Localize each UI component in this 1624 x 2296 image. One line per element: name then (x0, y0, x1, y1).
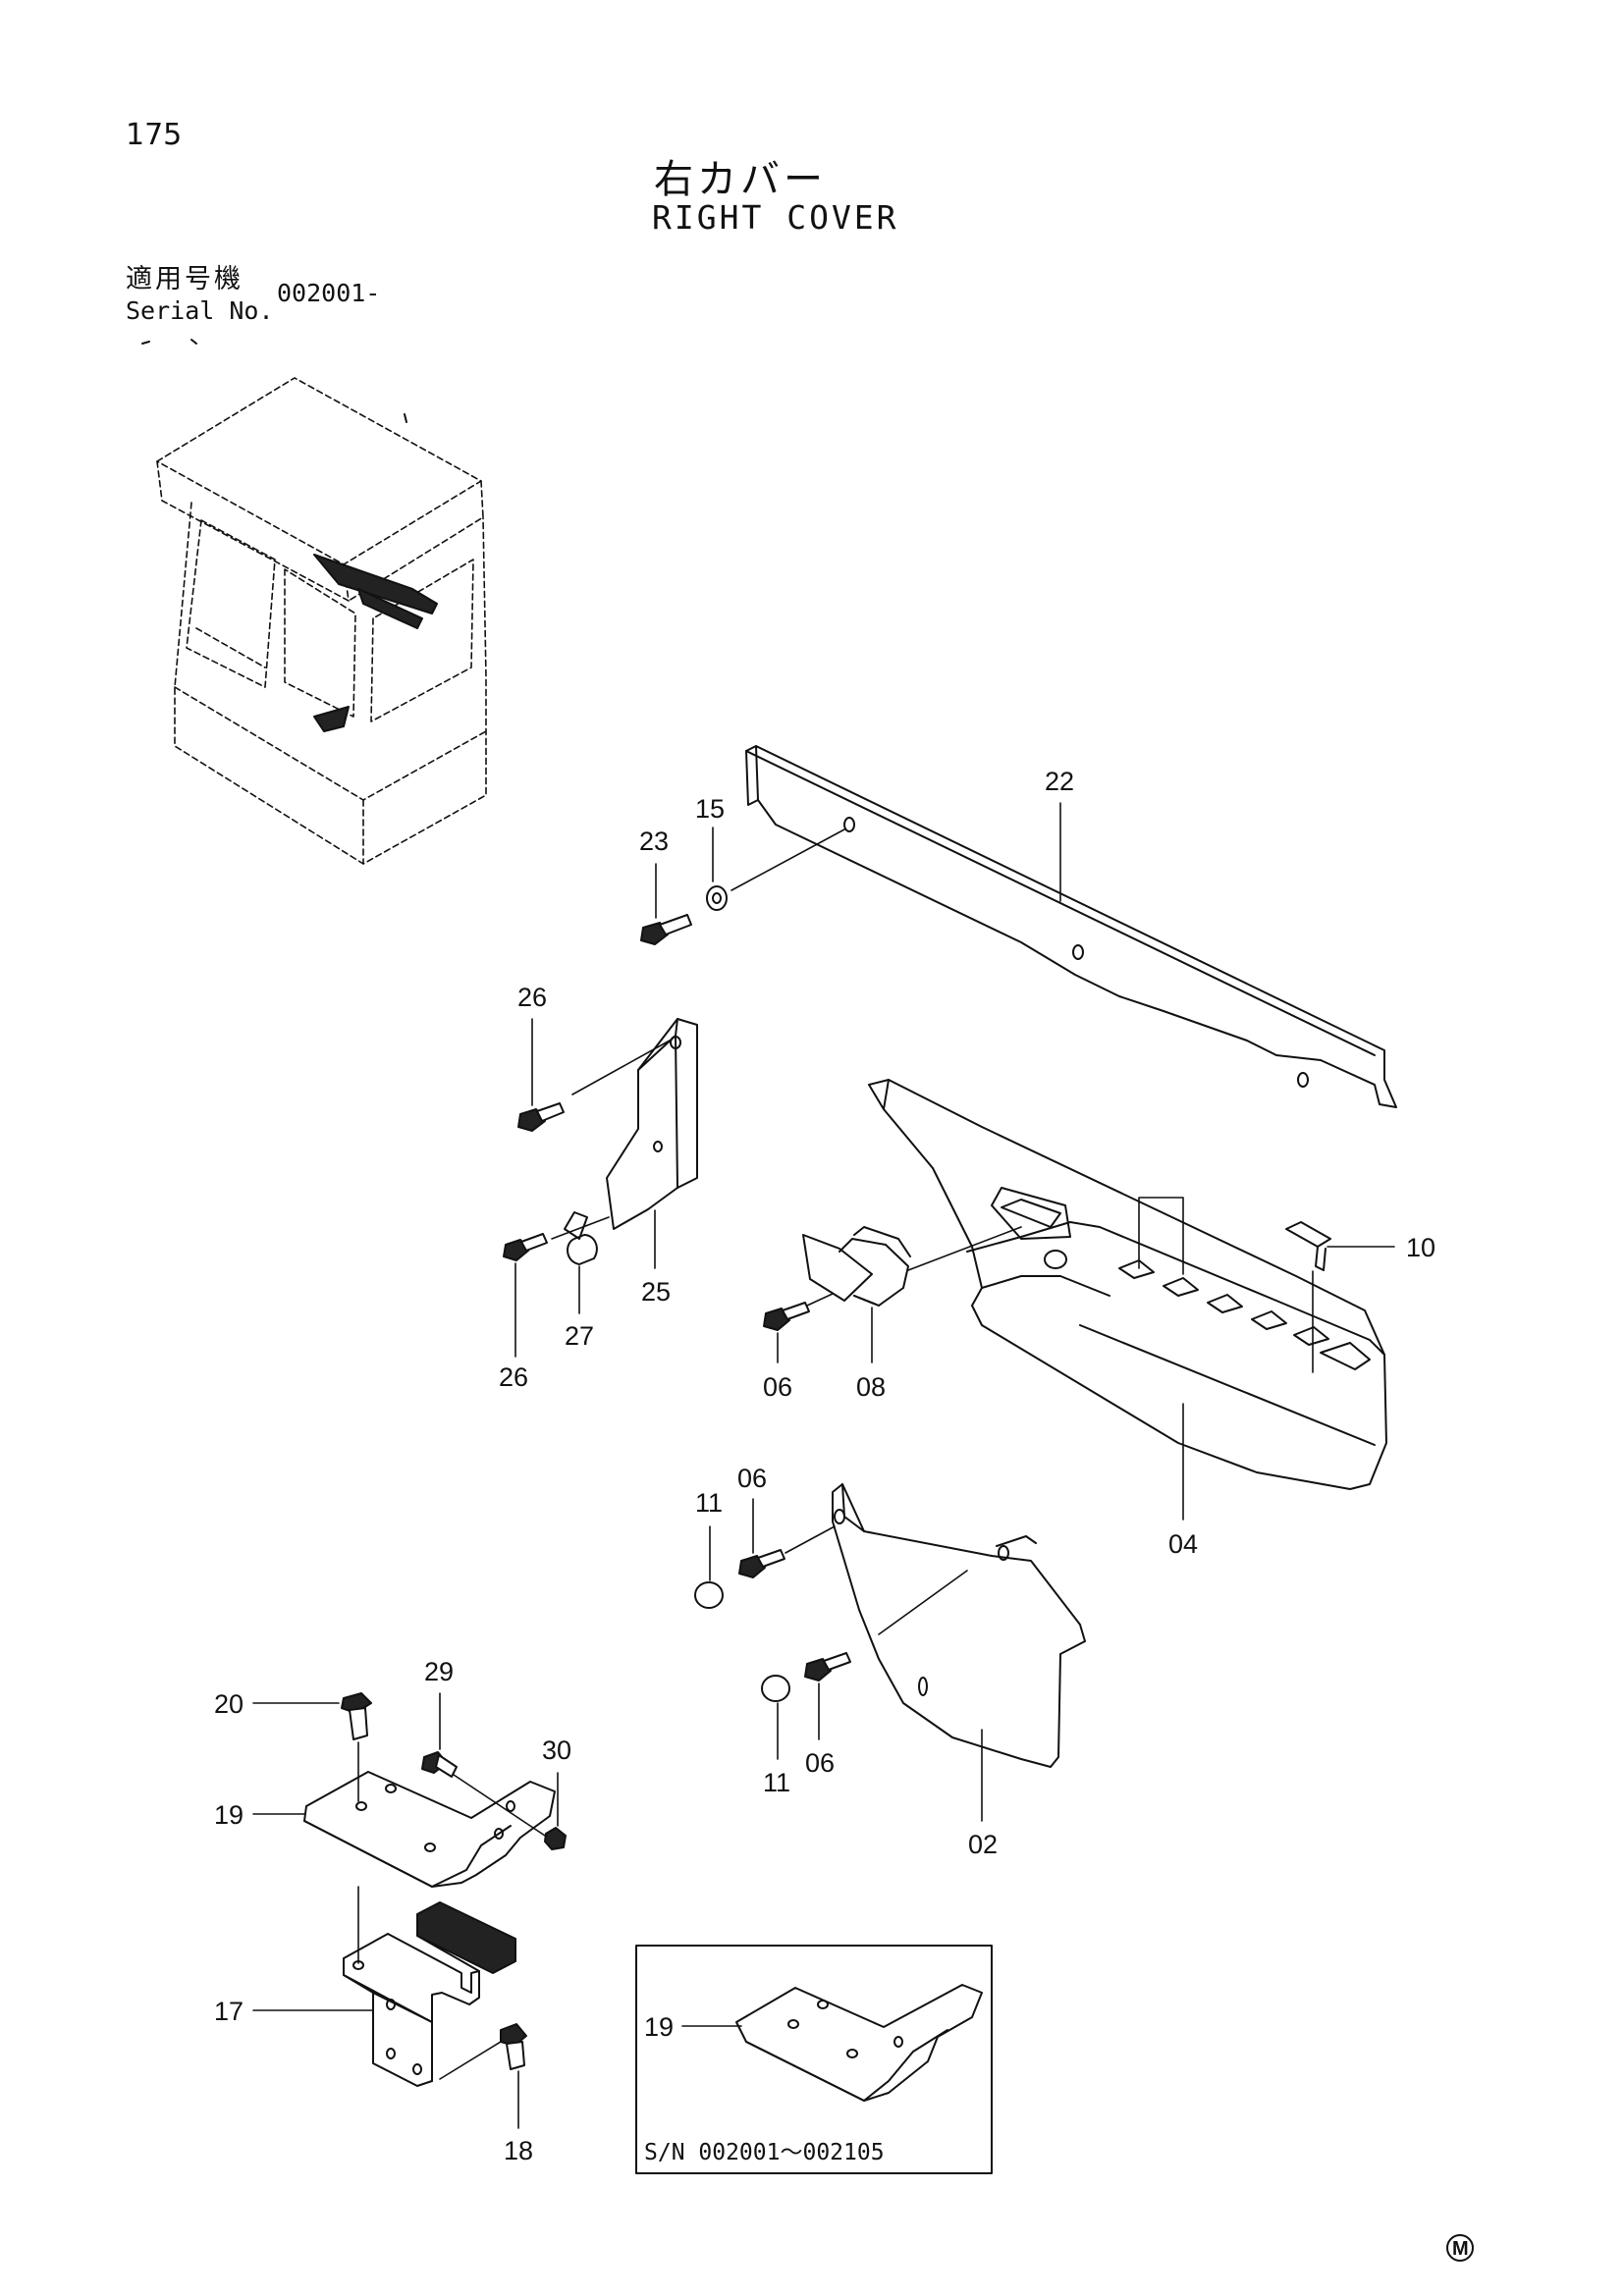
part-11-plug-lower (761, 1675, 790, 1702)
part-label-10: 10 (1406, 1233, 1435, 1262)
part-label-06-bottom: 06 (805, 1748, 835, 1778)
part-04-main-cover (868, 1079, 1387, 1490)
part-label-06-middle: 06 (737, 1464, 767, 1493)
part-label-15: 15 (695, 794, 725, 824)
part-label-11-upper: 11 (695, 1488, 723, 1518)
serial-number-value: 002001- (277, 279, 381, 307)
centerline-08 (907, 1226, 1022, 1271)
serial-label-english: Serial No. (126, 296, 274, 325)
part-20-bolt (341, 1692, 372, 1740)
part-label-11-lower: 11 (763, 1768, 790, 1797)
part-06-screw-bottom (804, 1652, 851, 1682)
part-label-17: 17 (214, 1997, 244, 2026)
centerline-02 (878, 1570, 968, 1635)
part-17-bracket (343, 1901, 516, 2087)
part-10-clip (1285, 1221, 1331, 1271)
inset-part-label-19: 19 (644, 2012, 674, 2042)
centerline-18 (439, 2041, 502, 2080)
part-27-clip (564, 1211, 598, 1265)
cab-mark (404, 413, 407, 423)
part-11-plug-upper (694, 1581, 724, 1609)
part-label-04: 04 (1168, 1529, 1198, 1559)
centerline-26a (571, 1040, 671, 1095)
part-22-upper-rail-cover (745, 745, 1397, 1108)
footer-circled-m: M (1446, 2234, 1474, 2262)
part-label-29: 29 (424, 1657, 454, 1686)
part-label-06-top: 06 (763, 1372, 792, 1402)
inset-frame (635, 1945, 993, 2174)
part-label-20: 20 (214, 1689, 244, 1719)
page-title-english: RIGHT COVER (652, 198, 899, 237)
part-label-25: 25 (641, 1277, 671, 1307)
inset-serial-range: S/N 002001～002105 (644, 2140, 885, 2165)
serial-label-japanese: 適用号機 (126, 264, 244, 294)
part-label-22: 22 (1045, 767, 1074, 796)
part-label-19: 19 (214, 1800, 244, 1830)
inset-part-19-plate (735, 1984, 983, 2102)
part-23-bolt (640, 914, 692, 945)
centerline-06a (806, 1293, 834, 1307)
part-26-screw-lower (503, 1233, 548, 1261)
part-label-08: 08 (856, 1372, 886, 1402)
centerline-29 (453, 1774, 546, 1837)
centerline-15 (731, 828, 845, 891)
part-label-23: 23 (639, 827, 669, 856)
part-06-screw-top (763, 1302, 810, 1331)
centerline-27 (551, 1216, 610, 1240)
part-08-grommet (802, 1226, 911, 1307)
part-02-side-cover (832, 1483, 1086, 1768)
svg-text:M: M (1452, 2238, 1469, 2260)
cab-highlighted-cover (313, 554, 438, 732)
centerline-06b (785, 1525, 836, 1554)
page-title-japanese: 右カバー (654, 157, 827, 202)
part-26-screw-upper (517, 1102, 565, 1132)
part-15-washer (706, 885, 728, 911)
part-label-18: 18 (504, 2136, 533, 2165)
part-label-26-lower: 26 (499, 1362, 528, 1392)
part-label-02: 02 (968, 1830, 998, 1859)
scan-speck (141, 339, 197, 345)
part-19-plate (303, 1771, 556, 1888)
part-label-27: 27 (565, 1321, 594, 1351)
part-06-screw-middle (738, 1549, 785, 1578)
part-label-26-upper: 26 (517, 983, 547, 1012)
part-label-30: 30 (542, 1735, 571, 1765)
indicator-04-slots (1138, 1197, 1184, 1275)
page-number: 175 (126, 118, 183, 152)
part-18-screw (500, 2023, 527, 2070)
cab-location-sketch (156, 377, 487, 865)
part-30-nut (544, 1827, 567, 1850)
part-29-bolt (421, 1751, 458, 1778)
